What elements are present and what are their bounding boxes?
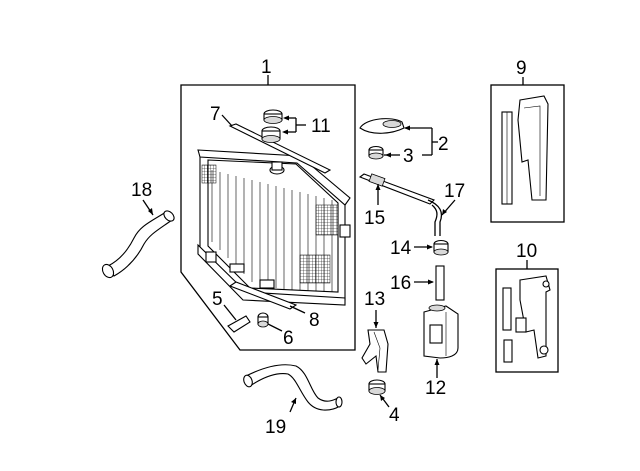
lower-hose-part-19	[243, 364, 343, 411]
nut-part-4	[368, 379, 386, 395]
radiator-cap-part-2	[359, 118, 405, 134]
callout-1[interactable]: 1	[261, 57, 272, 78]
callout-19[interactable]: 19	[265, 417, 286, 438]
leader-6	[267, 323, 283, 332]
bushing-part-6	[257, 312, 269, 328]
callout-13[interactable]: 13	[364, 289, 385, 310]
bracket-part-13	[361, 329, 389, 373]
callout-11[interactable]: 11	[311, 116, 331, 137]
callout-15[interactable]: 15	[364, 208, 385, 229]
radiator-core	[197, 149, 351, 306]
radiator-assembly-outline	[180, 84, 356, 351]
callout-17[interactable]: 17	[444, 181, 465, 202]
callout-8[interactable]: 8	[309, 310, 320, 331]
fan-shroud-box-part-10	[495, 260, 559, 373]
fan-shroud-box-part-9	[490, 77, 565, 223]
lower-cushion-part-5	[227, 315, 251, 333]
callout-4[interactable]: 4	[389, 405, 400, 426]
callout-9[interactable]: 9	[516, 58, 527, 79]
overflow-tube-part-15	[358, 173, 435, 205]
callout-18[interactable]: 18	[131, 180, 152, 201]
reservoir-tank-part-12	[423, 304, 459, 359]
radiator-assembly-group: 1	[180, 57, 356, 351]
overflow-hose-part-17	[427, 199, 443, 236]
cap-seal-part-3	[368, 145, 384, 160]
callout-6[interactable]: 6	[283, 328, 294, 349]
callout-3[interactable]: 3	[403, 146, 414, 167]
reservoir-pipe-part-16	[435, 265, 445, 301]
leader-8	[289, 305, 306, 314]
upper-hose-part-18	[101, 210, 175, 279]
reservoir-cap-part-14	[433, 239, 449, 256]
callout-12[interactable]: 12	[425, 378, 446, 399]
callout-5[interactable]: 5	[212, 289, 223, 310]
callout-2[interactable]: 2	[438, 134, 449, 155]
cushion-part-11	[261, 109, 283, 143]
upper-seal-part-7	[228, 123, 332, 174]
callout-7[interactable]: 7	[210, 104, 221, 125]
leader-5	[223, 304, 237, 321]
callout-10[interactable]: 10	[516, 241, 537, 262]
callout-16[interactable]: 16	[390, 273, 411, 294]
callout-14[interactable]: 14	[390, 238, 412, 259]
lower-seal-part-8	[228, 281, 298, 310]
leader-7	[221, 114, 233, 127]
